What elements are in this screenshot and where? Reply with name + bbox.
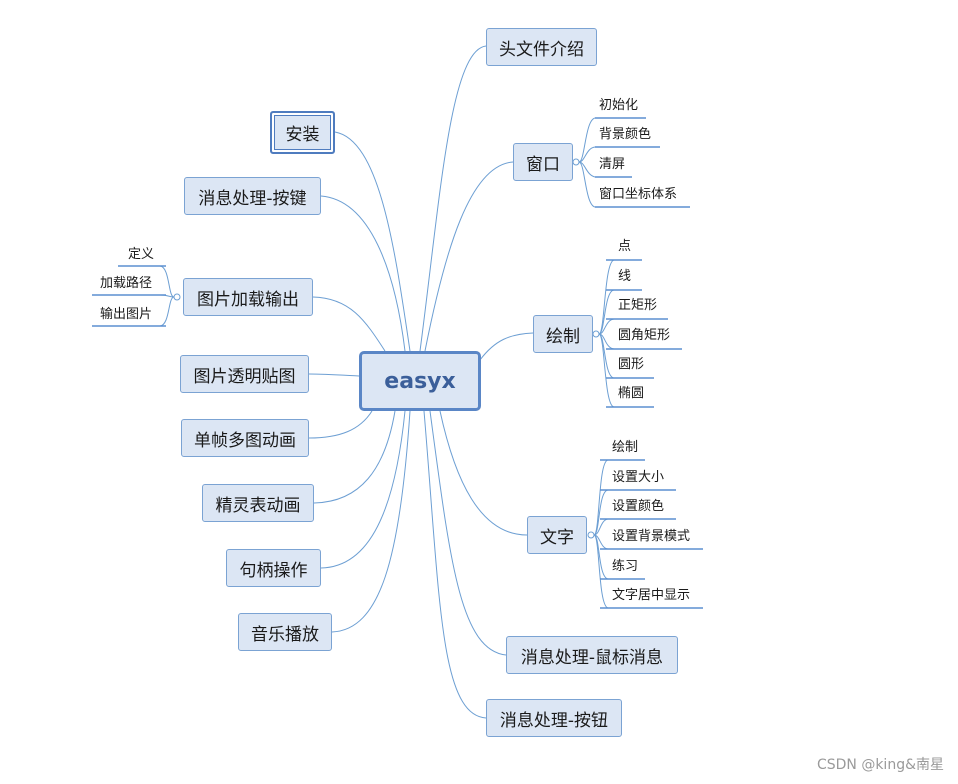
topic-single-frame[interactable]: 单帧多图动画: [181, 419, 309, 457]
subtopic-text-4[interactable]: 设置背景模式: [612, 529, 691, 544]
topic-key-msg[interactable]: 消息处理-按键: [184, 177, 321, 215]
watermark: CSDN @king&南星: [816, 757, 944, 773]
topic-draw[interactable]: 绘制: [533, 315, 593, 353]
topic-transparent[interactable]: 图片透明贴图: [180, 355, 309, 393]
link-window: [424, 161, 514, 352]
subtopic-draw-5[interactable]: 圆形: [618, 357, 645, 372]
central-topic[interactable]: easyx: [359, 351, 481, 411]
subtopic-draw-3[interactable]: 正矩形: [618, 298, 658, 313]
subtopic-image-2[interactable]: 加载路径: [100, 276, 153, 291]
link-key-msg: [320, 195, 406, 352]
link-install: [334, 131, 411, 352]
topic-music[interactable]: 音乐播放: [238, 613, 332, 651]
subtopic-text-1[interactable]: 绘制: [612, 440, 639, 455]
subtopic-text-5[interactable]: 练习: [612, 559, 639, 574]
subtopic-draw-1[interactable]: 点: [618, 239, 632, 254]
topic-handle[interactable]: 句柄操作: [226, 549, 321, 587]
subtopic-image-3[interactable]: 输出图片: [100, 307, 153, 322]
link-transparent: [308, 373, 360, 377]
subtopic-draw-2[interactable]: 线: [618, 269, 632, 284]
subtopic-draw-6[interactable]: 椭圆: [618, 386, 645, 401]
link-header-intro: [419, 45, 487, 352]
link-image-load: [312, 296, 386, 352]
topic-text[interactable]: 文字: [527, 516, 587, 554]
topic-install[interactable]: 安装: [270, 111, 335, 154]
topic-mouse-msg[interactable]: 消息处理-鼠标消息: [506, 636, 678, 674]
link-handle: [320, 410, 406, 569]
subtopic-window-4[interactable]: 窗口坐标体系: [599, 187, 678, 202]
link-button-msg: [423, 410, 487, 719]
topic-button-msg[interactable]: 消息处理-按钮: [486, 699, 622, 737]
topic-image-load[interactable]: 图片加载输出: [183, 278, 313, 316]
subtopic-text-2[interactable]: 设置大小: [612, 470, 665, 485]
topic-header-intro[interactable]: 头文件介绍: [486, 28, 597, 66]
link-music: [331, 410, 411, 633]
topic-window[interactable]: 窗口: [513, 143, 573, 181]
link-draw: [479, 332, 534, 361]
subtopic-window-1[interactable]: 初始化: [599, 98, 639, 113]
subtopic-draw-4[interactable]: 圆角矩形: [618, 328, 671, 343]
topic-sprite[interactable]: 精灵表动画: [202, 484, 314, 522]
subtopic-text-3[interactable]: 设置颜色: [612, 499, 665, 514]
subtopic-window-2[interactable]: 背景颜色: [599, 127, 652, 142]
subtopic-image-1[interactable]: 定义: [128, 247, 155, 262]
link-text: [439, 410, 528, 536]
link-mouse-msg: [429, 410, 507, 656]
subtopic-window-3[interactable]: 清屏: [599, 157, 626, 172]
link-single-frame: [308, 410, 373, 439]
link-sprite: [313, 410, 396, 504]
subtopic-text-6[interactable]: 文字居中显示: [612, 588, 691, 603]
